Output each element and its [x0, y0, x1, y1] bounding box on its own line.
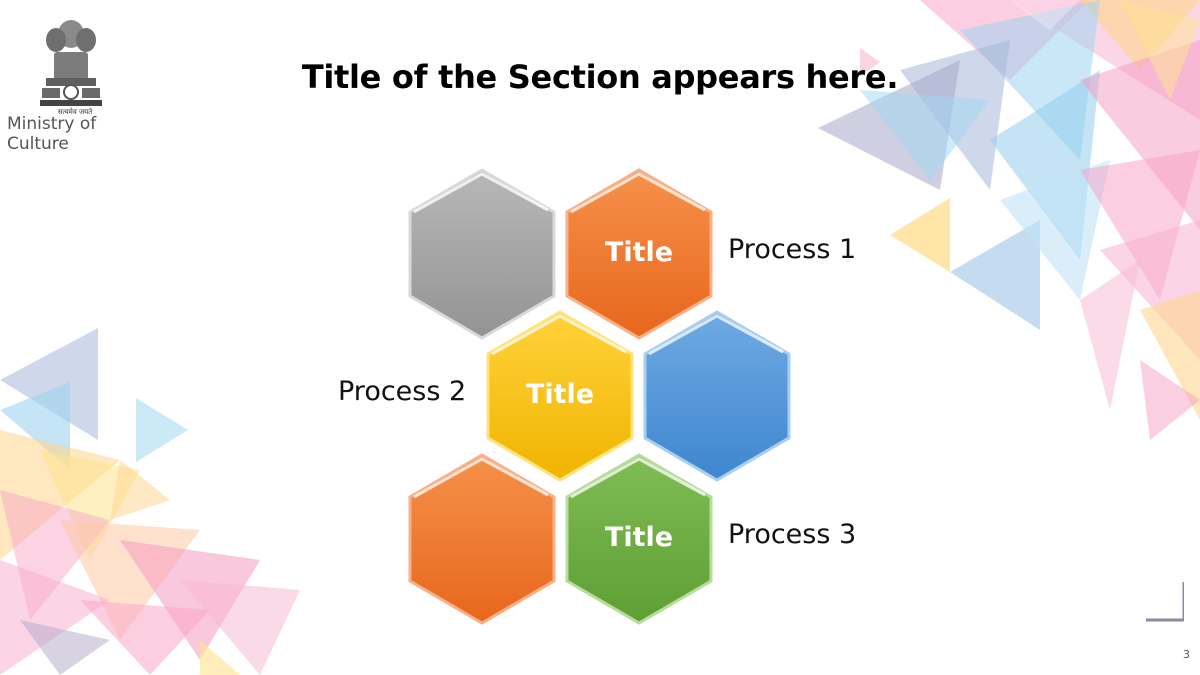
hexagon-yellow: Title — [486, 310, 634, 482]
hexagon-orange-top-label: Title — [605, 237, 673, 268]
emblem-motto: सत्यमेव जयते — [57, 108, 93, 116]
process-1-label: Process 1 — [728, 234, 857, 265]
hexagon-gray — [408, 168, 556, 340]
hexagon-blue — [643, 310, 791, 482]
hexagon-orange-top: Title — [565, 168, 713, 340]
state-emblem-icon — [40, 20, 102, 106]
page-number: 3 — [1183, 648, 1190, 661]
hexagon-orange-bottom — [408, 453, 556, 625]
hexagon-green-label: Title — [605, 522, 673, 553]
slide-title: Title of the Section appears here. — [301, 58, 899, 96]
process-3-label: Process 3 — [728, 519, 857, 550]
process-2-label: Process 2 — [338, 376, 467, 407]
ministry-label: Ministry of Culture — [7, 114, 97, 154]
hexagon-green: Title — [565, 453, 713, 625]
ministry-logo: सत्यमेव जयते Ministry of Culture — [0, 10, 160, 154]
corner-bracket-icon — [1146, 582, 1184, 622]
hexagon-yellow-label: Title — [526, 379, 594, 410]
